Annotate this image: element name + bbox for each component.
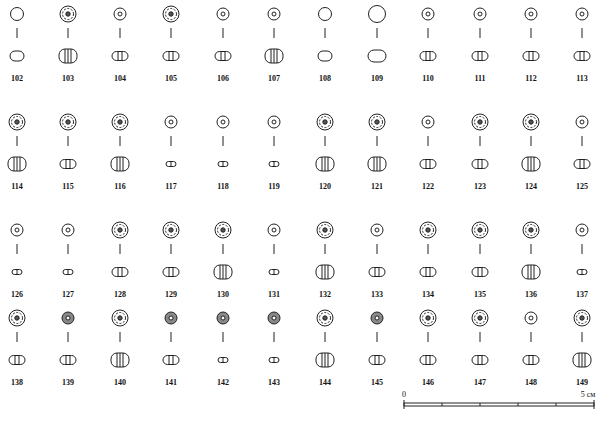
item-number: 141 <box>165 379 177 387</box>
item-number: 113 <box>576 75 588 83</box>
item-number: 123 <box>474 183 486 191</box>
item-number: 137 <box>576 291 588 299</box>
item-number: 147 <box>474 379 486 387</box>
item-number: 148 <box>525 379 537 387</box>
scale-bar <box>404 400 594 409</box>
item-number: 143 <box>268 379 280 387</box>
item-number: 118 <box>217 183 229 191</box>
item-number: 134 <box>422 291 434 299</box>
item-number: 129 <box>165 291 177 299</box>
item-number: 125 <box>576 183 588 191</box>
item-number: 149 <box>576 379 588 387</box>
item-number: 102 <box>11 75 23 83</box>
item-number: 146 <box>422 379 434 387</box>
item-number: 140 <box>114 379 126 387</box>
item-number: 105 <box>165 75 177 83</box>
item-number: 109 <box>371 75 383 83</box>
scale-label: 0 <box>402 391 406 399</box>
item-number: 128 <box>114 291 126 299</box>
item-number: 142 <box>217 379 229 387</box>
item-number: 120 <box>319 183 331 191</box>
item-number: 114 <box>11 183 23 191</box>
item-number: 119 <box>268 183 280 191</box>
item-number: 132 <box>319 291 331 299</box>
item-number: 124 <box>525 183 537 191</box>
item-number: 115 <box>62 183 74 191</box>
item-number: 106 <box>217 75 229 83</box>
item-number: 126 <box>11 291 23 299</box>
item-number: 139 <box>62 379 74 387</box>
item-number: 103 <box>62 75 74 83</box>
item-number: 131 <box>268 291 280 299</box>
item-number: 130 <box>217 291 229 299</box>
item-number: 127 <box>62 291 74 299</box>
item-number: 116 <box>114 183 126 191</box>
item-number: 133 <box>371 291 383 299</box>
item-number: 138 <box>11 379 23 387</box>
item-number: 145 <box>371 379 383 387</box>
item-number: 135 <box>474 291 486 299</box>
item-number: 122 <box>422 183 434 191</box>
scale-label: 5 см <box>581 391 596 399</box>
item-number: 110 <box>422 75 434 83</box>
item-number: 108 <box>319 75 331 83</box>
item-number: 117 <box>165 183 177 191</box>
item-number: 111 <box>474 75 485 83</box>
item-number: 112 <box>525 75 537 83</box>
item-number: 121 <box>371 183 383 191</box>
item-number: 107 <box>268 75 280 83</box>
item-number: 136 <box>525 291 537 299</box>
item-number: 144 <box>319 379 331 387</box>
item-number: 104 <box>114 75 126 83</box>
